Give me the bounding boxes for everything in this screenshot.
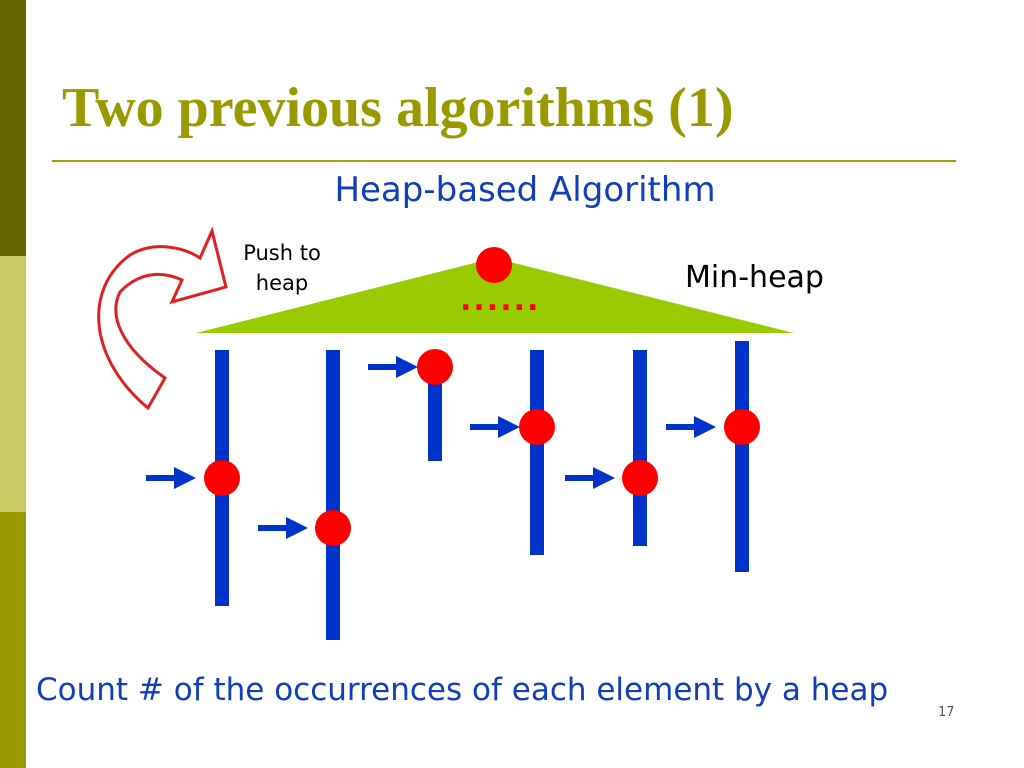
right-arrow-icon (565, 467, 615, 489)
list-element-3 (417, 349, 453, 385)
right-arrow-icon (368, 356, 418, 378)
list-element-4 (519, 409, 555, 445)
list-bar-3 (428, 366, 442, 461)
list-element-2 (315, 510, 351, 546)
right-arrow-icon (146, 467, 196, 489)
push-label-line2: heap (256, 271, 308, 295)
list-bar-5 (633, 350, 647, 546)
list-element-5 (622, 460, 658, 496)
slide-subtitle: Heap-based Algorithm (334, 170, 716, 210)
slide-footer-text: Count # of the occurrences of each eleme… (36, 672, 889, 708)
title-divider (52, 160, 956, 162)
list-element-6 (724, 409, 760, 445)
heap-top-element (476, 247, 512, 283)
right-arrow-icon (666, 416, 716, 438)
sidebar-light-band (0, 256, 26, 512)
page-number: 17 (938, 705, 955, 720)
slide-title: Two previous algorithms (1) (62, 77, 734, 139)
min-heap-label: Min-heap (685, 260, 824, 295)
list-element-1 (204, 460, 240, 496)
sidebar-mid-band (0, 512, 26, 768)
right-arrow-icon (470, 416, 520, 438)
list-bar-4 (530, 350, 544, 555)
list-bar-6 (735, 341, 749, 572)
min-heap-triangle (196, 258, 794, 333)
heap-ellipsis: ...... (460, 283, 540, 318)
list-bar-2 (326, 350, 340, 640)
sidebar-dark-band (0, 0, 26, 256)
right-arrow-icon (258, 517, 308, 539)
curved-arrow-icon (97, 226, 228, 411)
push-label-line1: Push to (243, 241, 321, 265)
